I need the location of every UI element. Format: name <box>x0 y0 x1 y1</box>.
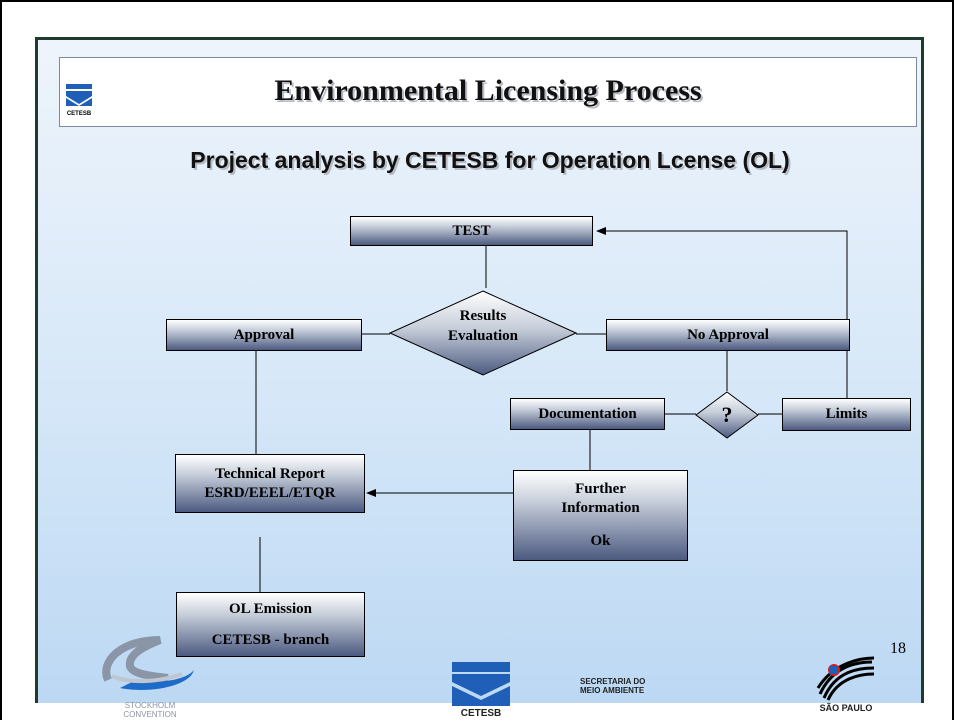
stockholm-convention-logo: STOCKHOLM CONVENTION <box>90 632 210 719</box>
cetesb-footer-icon <box>452 662 510 706</box>
node-documentation: Documentation <box>510 398 665 430</box>
cetesb-header-logo-caption: CETESB <box>66 111 92 117</box>
secretaria-text: SECRETARIA DO MEIO AMBIENTE <box>580 677 720 696</box>
node-ol-emission: OL Emission CETESB - branch <box>176 592 365 657</box>
decision-diamond-shape <box>389 290 577 376</box>
node-test: TEST <box>350 216 593 246</box>
cetesb-footer-logo: CETESB <box>450 660 512 720</box>
further-information-line3: Ok <box>590 532 611 549</box>
ol-emission-line2: CETESB - branch <box>211 631 330 648</box>
node-no-approval: No Approval <box>606 319 850 351</box>
stockholm-swoosh-icon <box>102 636 194 690</box>
sao-paulo-logo: SÃO PAULO <box>814 654 878 718</box>
node-no-approval-label: No Approval <box>687 326 769 343</box>
secretaria-line1: SECRETARIA DO <box>580 677 646 686</box>
node-limits-label: Limits <box>825 406 868 423</box>
slide-title: Environmental Licensing Process <box>274 74 702 107</box>
further-information-line1: Further <box>575 481 626 498</box>
technical-report-line1: Technical Report <box>215 465 325 482</box>
technical-report-line2: ESRD/EEEL/ETQR <box>204 484 336 501</box>
node-limits: Limits <box>782 398 911 431</box>
sao-paulo-flag-icon <box>816 656 875 701</box>
cetesb-logo-icon <box>66 84 92 106</box>
node-technical-report: Technical Report ESRD/EEEL/ETQR <box>175 454 365 513</box>
cetesb-footer-caption: CETESB <box>460 708 502 719</box>
question-diamond-shape <box>695 391 759 439</box>
node-approval-label: Approval <box>233 326 295 343</box>
connector-limits-test <box>596 227 848 398</box>
results-evaluation-line2: Evaluation <box>447 327 519 344</box>
title-bar: Environmental Licensing Process <box>59 57 917 127</box>
node-results-evaluation: Results Evaluation <box>389 290 577 376</box>
stockholm-line2: CONVENTION <box>123 709 177 719</box>
stockholm-line1: STOCKHOLM <box>124 701 176 710</box>
question-mark: ? <box>721 402 733 427</box>
slide-subtitle: Project analysis by CETESB for Operation… <box>190 147 790 173</box>
results-evaluation-line1: Results <box>459 308 507 324</box>
sao-paulo-caption: SÃO PAULO <box>819 703 873 713</box>
node-question-decision: ? <box>695 391 759 439</box>
node-approval: Approval <box>166 319 362 351</box>
node-further-information: Further Information Ok <box>513 470 688 561</box>
secretaria-line2: MEIO AMBIENTE <box>580 685 645 695</box>
node-documentation-label: Documentation <box>538 405 637 422</box>
further-information-line2: Information <box>561 500 640 517</box>
ol-emission-line1: OL Emission <box>229 600 312 617</box>
page-number: 18 <box>890 640 906 657</box>
cetesb-header-logo: CETESB <box>62 80 96 120</box>
node-test-label: TEST <box>452 222 491 239</box>
